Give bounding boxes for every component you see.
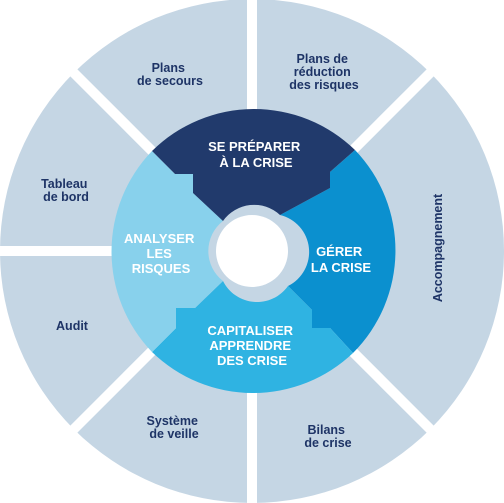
piece-analyser-les-risques	[111, 151, 223, 352]
piece-gerer-la-crise	[280, 150, 396, 353]
label-line: DES CRISE	[217, 353, 287, 368]
label-line: Plans	[152, 61, 185, 75]
label-line: SE PRÉPARER	[208, 139, 301, 154]
label-audit: Audit	[56, 319, 89, 333]
center-hole	[216, 215, 288, 287]
piece-se-preparer	[152, 109, 355, 221]
label-line: À LA CRISE	[219, 155, 293, 170]
gap-bottom	[247, 368, 257, 503]
label-line: GÉRER	[316, 244, 363, 259]
label-line: APPRENDRE	[209, 338, 291, 353]
label-line: de veille	[149, 427, 198, 441]
label-line: LES	[147, 246, 173, 261]
label-line: Système	[147, 414, 198, 428]
piece-capitaliser	[152, 281, 353, 393]
label-line: réduction	[294, 65, 351, 79]
label-tableau-de-bord: Tableau de bord	[41, 177, 91, 204]
label-systeme-de-veille: Système de veille	[147, 414, 202, 441]
label-line: CAPITALISER	[207, 323, 293, 338]
inner-ring: SE PRÉPARER À LA CRISE GÉRER LA CRISE CA…	[111, 109, 396, 393]
label-line: de bord	[43, 190, 89, 204]
label-line: Plans de	[297, 52, 348, 66]
label-line: de crise	[304, 436, 351, 450]
label-analyser: ANALYSER LES RISQUES	[124, 231, 198, 276]
gap-top	[247, 0, 257, 135]
label-plans-de-secours: Plans de secours	[137, 61, 203, 88]
label-gerer: GÉRER LA CRISE	[311, 244, 372, 275]
label-line: LA CRISE	[311, 260, 372, 275]
label-se-preparer: SE PRÉPARER À LA CRISE	[208, 139, 304, 170]
label-line: Accompagnement	[431, 193, 445, 302]
gap-left	[0, 246, 125, 256]
label-accompagnement: Accompagnement	[431, 193, 445, 302]
label-capitaliser: CAPITALISER APPRENDRE DES CRISE	[207, 323, 296, 368]
label-plans-de-reduction: Plans de réduction des risques	[289, 52, 359, 92]
label-line: ANALYSER	[124, 231, 195, 246]
label-line: RISQUES	[132, 261, 191, 276]
label-line: de secours	[137, 74, 203, 88]
label-line: Tableau	[41, 177, 87, 191]
label-line: des risques	[289, 78, 359, 92]
label-bilans-de-crise: Bilans de crise	[304, 423, 351, 450]
label-line: Bilans	[308, 423, 346, 437]
label-line: Audit	[56, 319, 89, 333]
